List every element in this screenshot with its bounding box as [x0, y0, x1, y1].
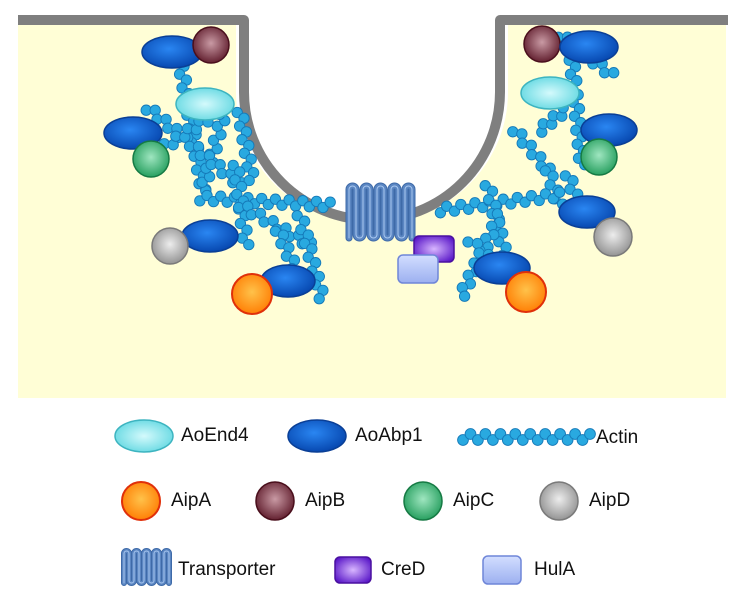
actin-bead: [608, 67, 620, 79]
actin-bead: [458, 290, 471, 302]
legend-label-aipc: AipC: [453, 490, 495, 511]
transporter-coil: [345, 182, 416, 242]
actin-bead: [584, 428, 596, 440]
actin-bead: [313, 293, 325, 305]
legend-actin-icon: [457, 428, 596, 446]
legend-aipd-icon: [539, 481, 579, 521]
legend-aoabp1-icon: [287, 419, 347, 453]
actin-bead: [516, 137, 528, 149]
aipb-circle: [523, 25, 561, 63]
actin-bead: [324, 196, 336, 208]
aipa-circle: [505, 271, 547, 313]
aipd-circle: [151, 227, 189, 265]
actin-bead: [232, 201, 245, 214]
legend-label-aipa: AipA: [171, 490, 212, 511]
hula-square: [397, 254, 439, 284]
legend-cred-icon: [334, 556, 372, 584]
actin-bead: [258, 216, 270, 228]
transporter-strand: [348, 185, 413, 239]
legend-label-hula: HulA: [534, 559, 576, 580]
actin-bead: [243, 238, 255, 251]
actin-bead: [526, 149, 538, 161]
aipc-circle: [580, 138, 618, 176]
legend-aipb-icon: [255, 481, 295, 521]
legend-label-transporter: Transporter: [178, 559, 276, 580]
actin-bead: [462, 236, 474, 248]
actin-bead: [544, 179, 556, 191]
legend-label-aipb: AipB: [305, 490, 346, 511]
actin-bead: [243, 174, 255, 187]
actin-bead: [229, 174, 241, 186]
actin-bead: [207, 134, 220, 146]
legend-label-actin: Actin: [596, 427, 639, 448]
aoabp1-ellipse: [559, 30, 619, 64]
aipb-circle: [192, 26, 230, 64]
actin-bead: [539, 165, 551, 177]
actin-bead: [535, 151, 547, 163]
aoabp1-ellipse: [181, 219, 239, 253]
transporter-strand: [123, 550, 170, 584]
actin-bead: [149, 104, 161, 116]
legend-label-aoabp1: AoAbp1: [355, 425, 423, 446]
legend-aipa-icon: [121, 481, 161, 521]
aoabp1-ellipse: [558, 195, 616, 229]
actin-bead: [525, 139, 537, 151]
actin-bead: [516, 128, 528, 140]
actin-bead: [234, 217, 247, 230]
aipa-circle: [231, 273, 273, 315]
legend-label-aipd: AipD: [589, 490, 631, 511]
legend-hula-icon: [482, 555, 522, 585]
legend-aoend4-icon: [114, 419, 174, 453]
aipd-circle: [593, 217, 633, 257]
legend-aipc-icon: [403, 481, 443, 521]
actin-bead: [471, 237, 484, 250]
actin-bead: [245, 209, 257, 221]
legend-transporter-icon: [121, 548, 172, 586]
actin-bead: [196, 176, 208, 188]
actin-bead: [553, 186, 566, 198]
legend-label-aoend4: AoEnd4: [181, 425, 249, 446]
aoend4-ellipse: [175, 87, 235, 121]
actin-bead: [231, 188, 243, 201]
actin-bead: [211, 120, 223, 132]
aoend4-ellipse: [520, 76, 580, 110]
aipc-circle: [132, 140, 170, 178]
legend-label-cred: CreD: [381, 559, 426, 580]
actin-bead: [507, 126, 519, 138]
